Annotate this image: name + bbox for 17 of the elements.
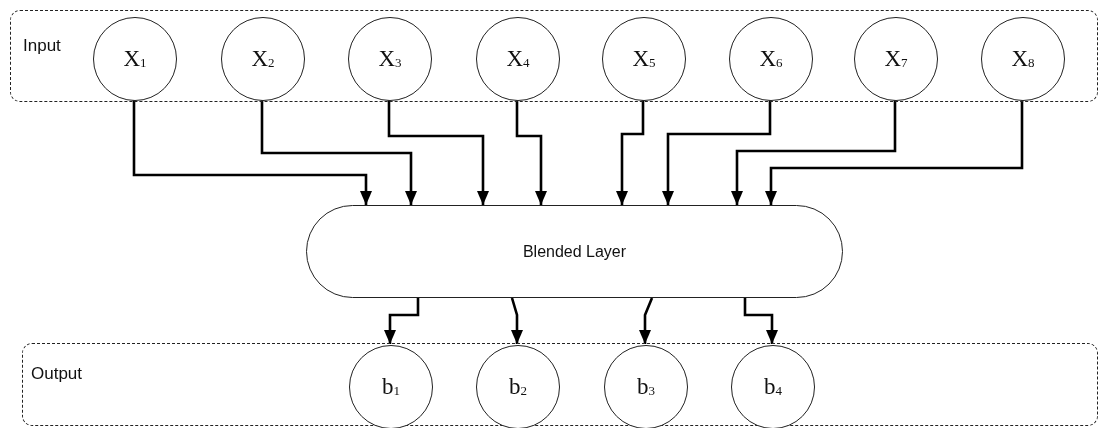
arrow [132,100,372,205]
arrow [387,100,489,205]
arrow [515,100,547,205]
arrow [260,100,417,205]
arrow [510,297,523,344]
arrow [384,298,420,344]
arrow [662,100,772,205]
arrow [743,298,778,344]
arrow [731,100,897,205]
group-label: Input [23,36,61,56]
group-label: Output [31,364,83,384]
node-label: Blended Layer [522,242,627,261]
arrow [765,100,1024,205]
arrow [639,297,654,344]
dashed-group-box [10,10,1098,102]
dashed-group-box [22,343,1098,426]
arrow [616,100,645,205]
